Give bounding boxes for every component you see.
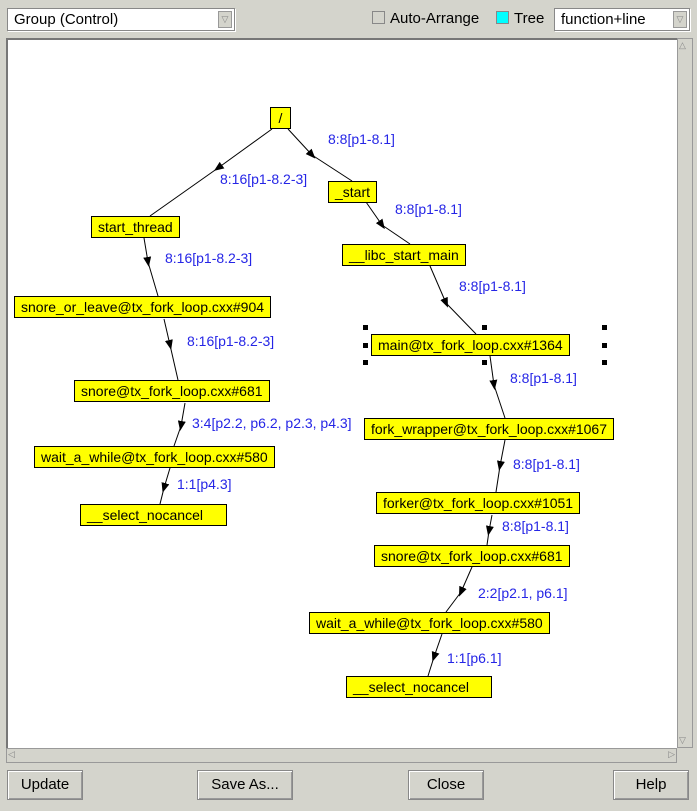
selection-handle[interactable]: [363, 325, 368, 330]
chevron-down-icon: ▽: [218, 11, 232, 28]
node-select-nocancel-right[interactable]: __select_nocancel: [346, 676, 492, 698]
auto-arrange-checkbox[interactable]: [372, 11, 385, 24]
edge-start-thread-sol: [143, 237, 152, 267]
node-root[interactable]: /: [270, 107, 291, 129]
node-start[interactable]: _start: [328, 181, 378, 203]
selection-handle[interactable]: [363, 360, 368, 365]
edge-root-start-thread: [213, 128, 273, 171]
node-main[interactable]: main@tx_fork_loop.cxx#1364: [371, 334, 570, 356]
tree-checkbox[interactable]: [496, 11, 509, 24]
edge-wait-select-r: [431, 633, 443, 662]
edges-layer: [143, 128, 506, 677]
edge-snore-wait-l: [177, 402, 186, 431]
group-select-value: Group (Control): [14, 11, 119, 28]
node-fork-wrapper[interactable]: fork_wrapper@tx_fork_loop.cxx#1067: [364, 418, 615, 440]
selection-handle[interactable]: [363, 343, 368, 348]
update-button[interactable]: Update: [7, 770, 83, 800]
scroll-right-icon[interactable]: ▷: [668, 749, 675, 759]
selection-handle[interactable]: [602, 343, 607, 348]
close-button[interactable]: Close: [408, 770, 484, 800]
node-select-nocancel-left[interactable]: __select_nocancel: [80, 504, 227, 526]
edge-label: 8:8[p1-8.1]: [459, 278, 526, 294]
edge-label: 1:1[p6.1]: [447, 650, 502, 666]
edge-label: 2:2[p2.1, p6.1]: [478, 585, 568, 601]
node-wait-a-while-right[interactable]: wait_a_while@tx_fork_loop.cxx#580: [309, 612, 550, 634]
edge-snore-wait-r: [458, 566, 473, 597]
edge-libc-main: [429, 265, 448, 308]
edge-label: 8:8[p1-8.1]: [395, 201, 462, 217]
vertical-scrollbar[interactable]: △ ▽: [677, 38, 693, 748]
chevron-down-icon: ▽: [673, 11, 687, 28]
node-snore-right[interactable]: snore@tx_fork_loop.cxx#681: [374, 545, 570, 567]
edge-label: 8:16[p1-8.2-3]: [187, 333, 275, 349]
edge-label: 8:8[p1-8.1]: [328, 131, 395, 147]
selection-handle[interactable]: [602, 325, 607, 330]
edge-label: 8:8[p1-8.1]: [502, 518, 569, 534]
scroll-up-icon[interactable]: △: [679, 40, 686, 50]
node-wait-a-while-left[interactable]: wait_a_while@tx_fork_loop.cxx#580: [34, 446, 275, 468]
horizontal-scrollbar[interactable]: ◁ ▷: [6, 748, 677, 763]
edge-label: 3:4[p2.2, p6.2, p2.3, p4.3]: [192, 415, 352, 431]
call-graph-canvas[interactable]: 8:16[p1-8.2-3] 8:8[p1-8.1] 8:8[p1-8.1] 8…: [6, 38, 677, 748]
node-libc-start-main[interactable]: __libc_start_main: [342, 244, 466, 266]
selection-handle[interactable]: [482, 360, 487, 365]
edge-main-fw: [489, 355, 498, 390]
edge-label: 8:16[p1-8.2-3]: [165, 250, 253, 266]
node-snore-or-leave[interactable]: snore_or_leave@tx_fork_loop.cxx#904: [14, 296, 272, 318]
edge-start-libc: [365, 201, 385, 230]
edge-root-start: [287, 128, 316, 159]
tree-label: Tree: [514, 10, 545, 27]
auto-arrange-label: Auto-Arrange: [390, 10, 480, 27]
group-select[interactable]: Group (Control) ▽: [7, 8, 235, 31]
help-button[interactable]: Help: [613, 770, 689, 800]
selection-handle[interactable]: [602, 360, 607, 365]
edge-label: 8:16[p1-8.2-3]: [220, 171, 308, 187]
edge-label: 1:1[p4.3]: [177, 476, 232, 492]
scroll-left-icon[interactable]: ◁: [8, 749, 15, 759]
edge-sol-snore: [163, 318, 173, 350]
selection-handle[interactable]: [482, 325, 487, 330]
edge-label: 8:8[p1-8.1]: [510, 370, 577, 386]
edge-fw-forker: [497, 439, 506, 471]
mode-select[interactable]: function+line ▽: [554, 8, 690, 31]
save-as-button[interactable]: Save As...: [197, 770, 293, 800]
edge-label: 8:8[p1-8.1]: [513, 456, 580, 472]
scroll-down-icon[interactable]: ▽: [679, 735, 686, 745]
edge-wait-select-l: [161, 467, 171, 493]
edge-forker-snore: [485, 514, 494, 536]
mode-select-value: function+line: [561, 11, 646, 28]
node-snore-left[interactable]: snore@tx_fork_loop.cxx#681: [74, 380, 270, 402]
node-start-thread[interactable]: start_thread: [91, 216, 180, 238]
node-forker[interactable]: forker@tx_fork_loop.cxx#1051: [376, 492, 581, 514]
